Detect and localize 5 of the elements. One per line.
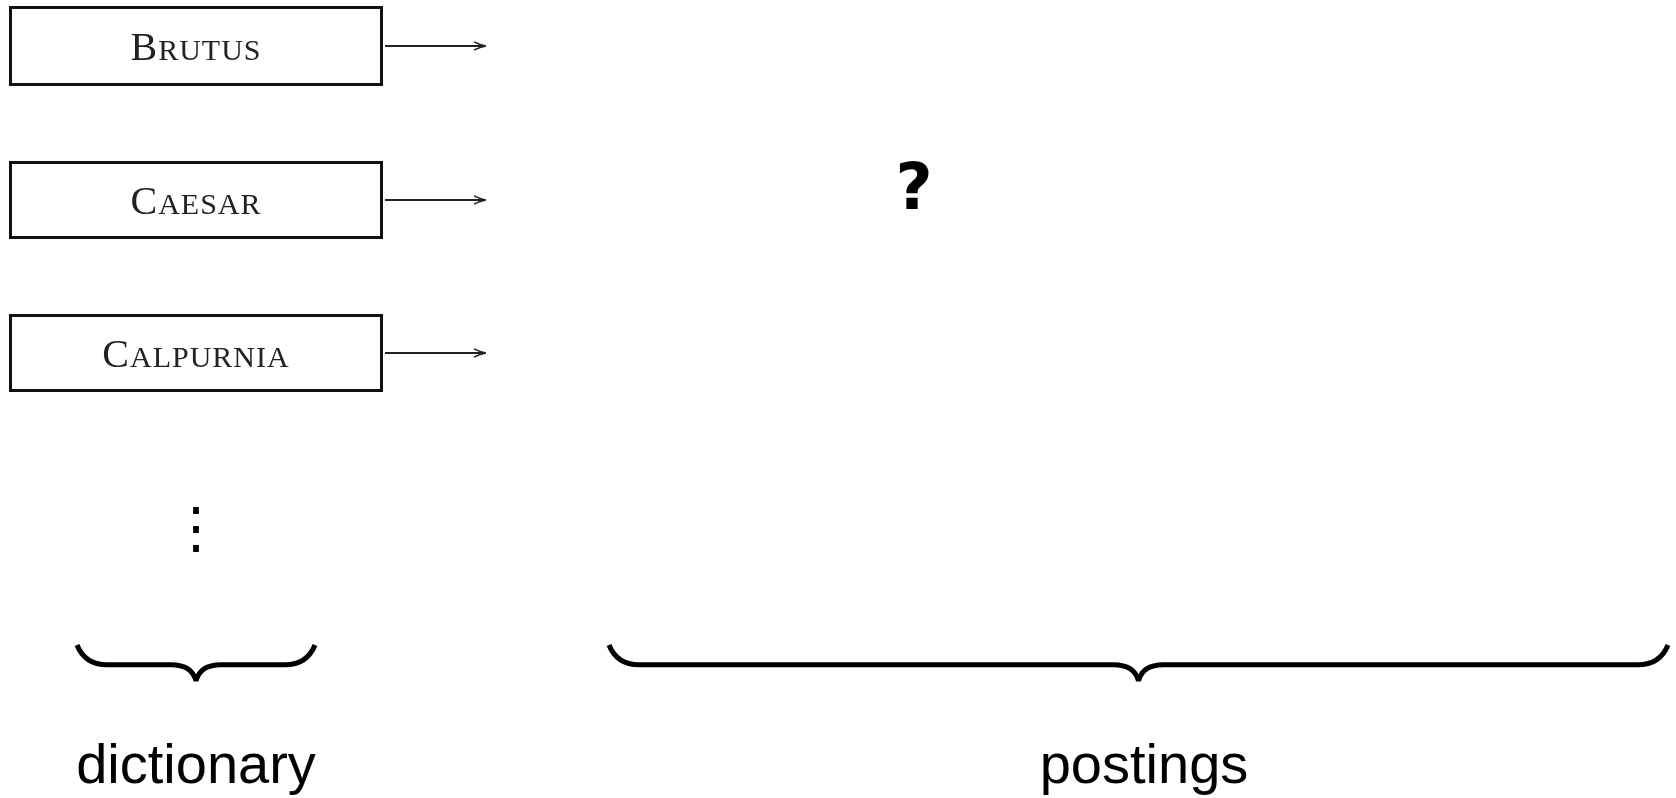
vertical-ellipsis: ⋮ — [168, 500, 224, 556]
term-box: BRUTUS — [9, 6, 383, 86]
term-box: CALPURNIA — [9, 314, 383, 392]
term-box: CAESAR — [9, 161, 383, 239]
question-mark: ? — [895, 155, 933, 219]
